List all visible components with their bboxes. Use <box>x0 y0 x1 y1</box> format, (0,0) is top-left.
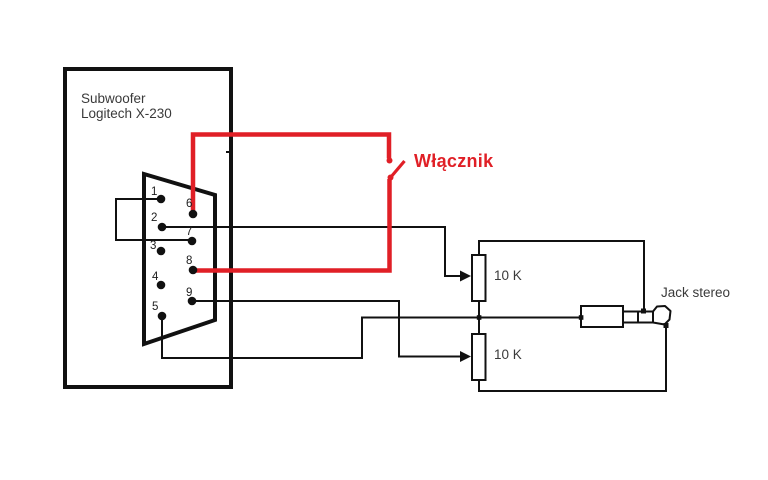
switch-blade <box>389 159 406 179</box>
switch-label: Włącznik <box>414 151 494 171</box>
pin-8-dot <box>188 265 198 275</box>
wiper-arrow-top <box>460 270 471 282</box>
pin-2-dot <box>157 222 167 232</box>
jumper-wire-pin1-pin7 <box>115 198 190 241</box>
pin-6-label: 6 <box>186 198 193 210</box>
pin-7-dot <box>187 236 197 246</box>
pin-8-label: 8 <box>186 255 193 267</box>
wire-pin9-to-pot2-wiper <box>192 300 471 362</box>
pin-9-dot <box>187 296 197 306</box>
jack-tip <box>652 305 672 326</box>
pot-bottom-label: 10 K <box>494 347 522 362</box>
jack-stereo-label: Jack stereo <box>661 285 731 300</box>
pin-7-label: 7 <box>186 226 193 238</box>
device-label: Subwoofer Logitech X-230 <box>81 91 172 121</box>
pin-6-dot <box>188 209 198 219</box>
pin-4-label: 4 <box>152 271 159 283</box>
potentiometer-bottom <box>471 333 487 381</box>
jack-plug <box>580 305 672 328</box>
wire-pot1-top-to-jack <box>478 240 645 310</box>
device-label-line2: Logitech X-230 <box>81 106 172 121</box>
pin-5-dot <box>157 311 167 321</box>
pin-3-dot <box>156 246 166 256</box>
pin-9-label: 9 <box>186 287 193 299</box>
pin-3-label: 3 <box>150 240 157 252</box>
wire-pot2-bottom-to-jack-tip <box>478 326 667 392</box>
pin-5-label: 5 <box>152 301 159 313</box>
pin-4-dot <box>156 280 166 290</box>
wiper-arrow-bottom <box>460 351 471 362</box>
pin-1-dot <box>156 194 166 204</box>
junction-dots <box>476 308 669 328</box>
wire-pin5-ground-rail <box>161 316 581 359</box>
pin-2-label: 2 <box>151 212 158 224</box>
wire-pin2-to-pot1-wiper <box>162 226 471 282</box>
power-switch-wire <box>190 132 406 273</box>
switch-top-contact <box>386 157 393 164</box>
jack-body <box>580 305 624 328</box>
potentiometer-top <box>471 254 487 302</box>
device-label-line1: Subwoofer <box>81 91 146 106</box>
pin-1-label: 1 <box>151 186 158 198</box>
pot-top-label: 10 K <box>494 268 522 283</box>
db9-pin-dots <box>156 194 198 321</box>
